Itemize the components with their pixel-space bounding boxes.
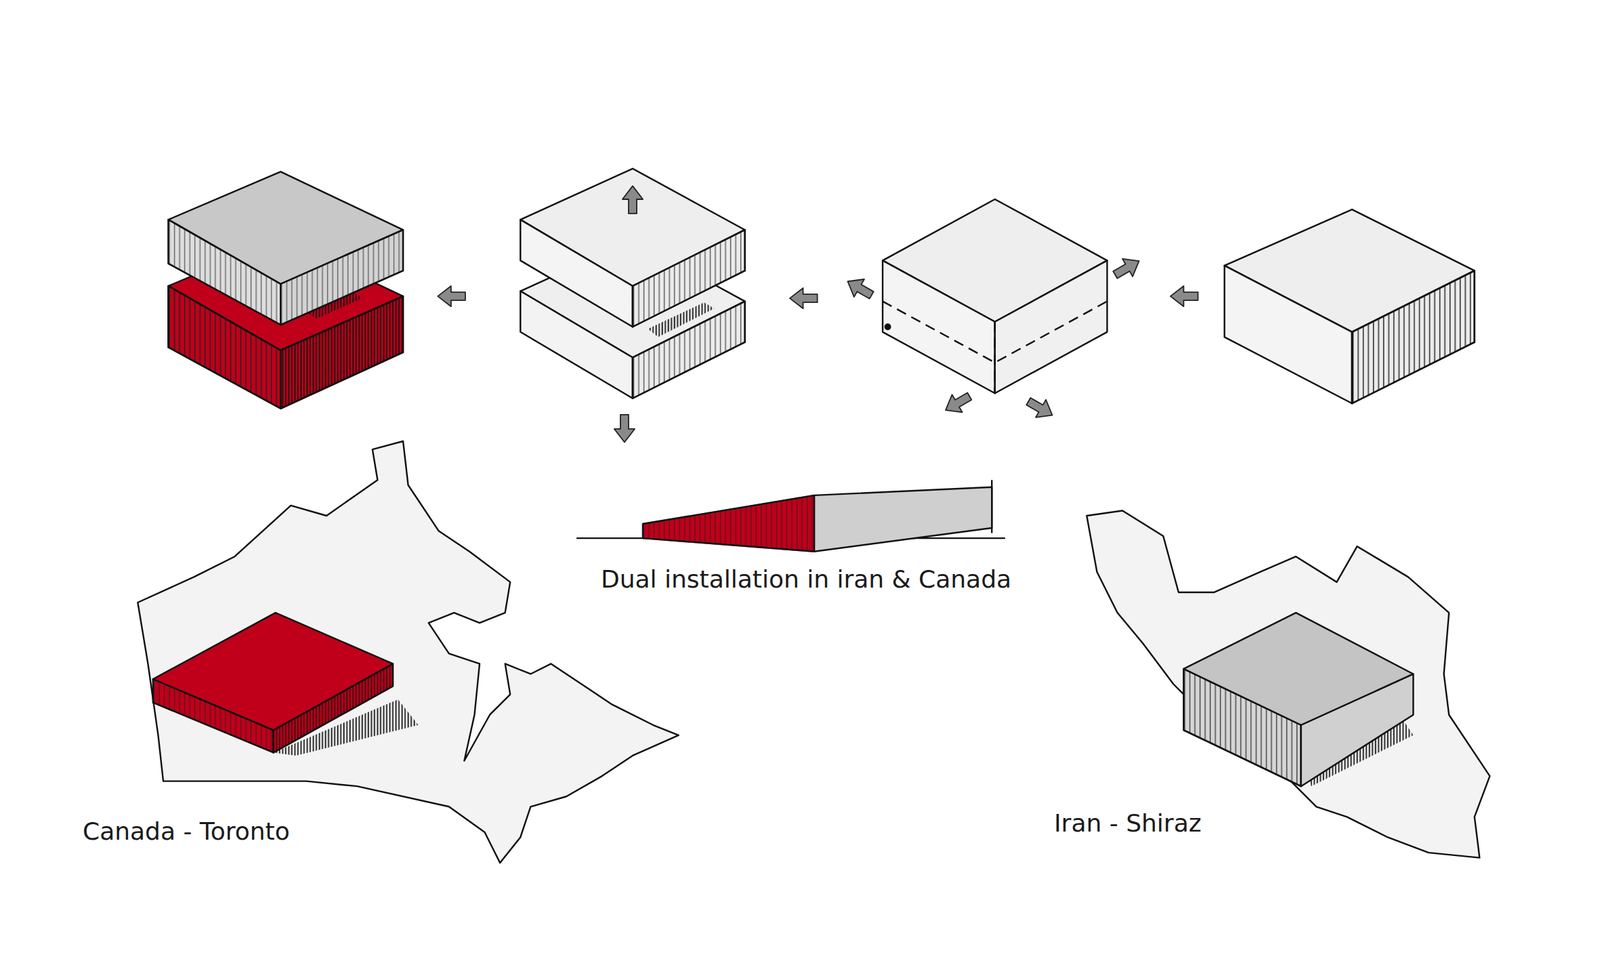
step-arrow bbox=[789, 287, 818, 309]
expand-arrow bbox=[1023, 392, 1058, 424]
place-label: Iran - Shiraz bbox=[1051, 808, 1205, 838]
dual-band bbox=[576, 479, 1006, 551]
place-label: Canada - Toronto bbox=[79, 816, 293, 846]
label-holder: Canada - Toronto bbox=[79, 816, 293, 846]
band-caption: Dual installation in iran & Canada bbox=[598, 564, 1015, 594]
drop-arrow bbox=[614, 414, 635, 443]
split-volumes bbox=[520, 168, 745, 399]
stacked-volumes bbox=[168, 171, 404, 408]
step-arrow bbox=[437, 285, 466, 307]
label-holder: Iran - Shiraz bbox=[1051, 808, 1205, 838]
iran-map bbox=[1086, 510, 1490, 857]
canada-map bbox=[137, 440, 679, 863]
cut-volume bbox=[882, 199, 1107, 393]
initial-volume bbox=[1224, 209, 1475, 404]
step-arrow bbox=[1170, 285, 1199, 307]
label-holder: Dual installation in iran & Canada bbox=[598, 564, 1015, 594]
lift-arrow bbox=[622, 185, 643, 214]
expand-arrow bbox=[940, 387, 975, 419]
shiraz-volume bbox=[1183, 612, 1414, 786]
toronto-volume bbox=[153, 612, 419, 756]
expand-arrow bbox=[1110, 251, 1145, 284]
expand-arrow bbox=[842, 272, 877, 304]
